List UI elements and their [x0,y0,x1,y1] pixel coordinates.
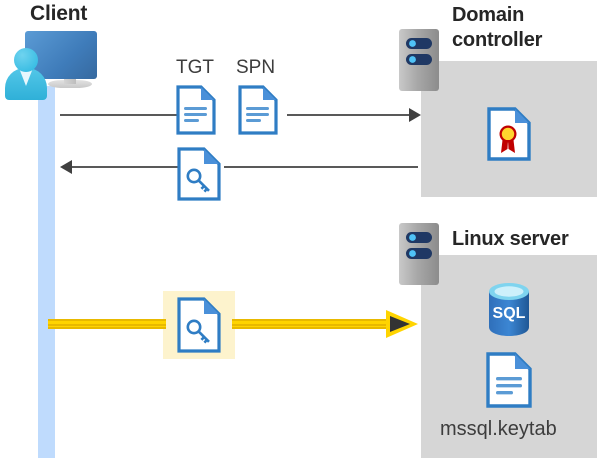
user-computer-icon [0,0,110,105]
person-head [14,48,38,72]
response-arrowhead [60,160,72,174]
server-rack-icon-dc [399,29,439,91]
tgt-document-icon [176,85,216,135]
request-arrowhead [409,108,421,122]
service-ticket-band-left [48,319,166,329]
service-ticket-arrowhead [386,306,422,342]
tgt-label: TGT [176,57,214,78]
request-line-right [287,114,417,116]
domain-controller-title: Domain controller [452,4,543,51]
client-title: Client [30,2,88,25]
linux-server-title: Linux server [452,228,569,250]
spn-label: SPN [236,57,276,78]
client-lifeline [38,86,55,458]
request-line-left [60,114,178,116]
sql-database-icon: SQL [483,281,535,339]
server-rack-icon-linux [399,223,439,285]
certificate-document-icon [487,107,531,161]
service-ticket-key-document-icon [177,147,221,201]
monitor-stand-base [48,80,92,88]
service-ticket-band-right [232,319,394,329]
keytab-document-icon [486,352,532,408]
response-line-right [224,166,418,168]
response-line-left [72,166,178,168]
spn-document-icon [238,85,278,135]
keytab-filename-label: mssql.keytab [440,418,557,440]
svg-text:SQL: SQL [493,305,526,322]
service-ticket-key-document-icon-highlighted [177,297,221,353]
